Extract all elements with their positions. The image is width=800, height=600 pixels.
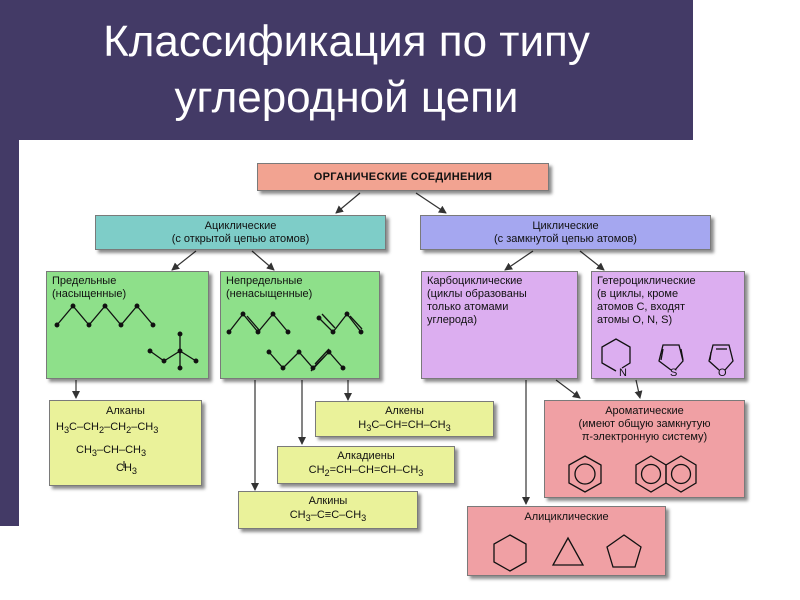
acyclic-node: Ациклические (с открытой цепью атомов) [95, 215, 386, 250]
alkynes-node: Алкины CH3–C≡C–CH3 [238, 491, 418, 529]
alkenes-label: Алкены [385, 405, 424, 417]
cyclohexane-ring [493, 534, 527, 572]
alicyclic-node: Алициклические [467, 506, 666, 576]
atom-o-label: O [718, 367, 727, 379]
naphthalene-ring-right [665, 455, 697, 493]
alkynes-formula: CH3–C≡C–CH3 [289, 509, 367, 524]
acyclic-title: Ациклические [204, 220, 277, 232]
alkanes-formula-branched: CH3–CH–CH3 [76, 444, 147, 459]
title-banner [0, 0, 693, 140]
arrow-acyclic-unsaturated [251, 250, 275, 271]
atom-n-label: N [619, 367, 627, 379]
diene-chain [318, 312, 362, 333]
arrow-acyclic-saturated [171, 250, 197, 271]
carbocyclic-line-2: (циклы образованы [427, 288, 527, 300]
cyclic-title: Циклические [532, 220, 599, 232]
alkadienes-formula: CH2=CH–CH=CH–CH3 [308, 464, 424, 479]
carbocyclic-line-4: углерода) [427, 314, 477, 326]
alkene-chain [228, 312, 289, 334]
alkadienes-node: Алкадиены CH2=CH–CH=CH–CH3 [277, 446, 455, 484]
saturated-title: Предельные [52, 275, 117, 287]
atom-s-label: S [670, 367, 677, 379]
alicyclic-label: Алициклические [524, 511, 609, 523]
heterocyclic-title: Гетероциклические [597, 275, 696, 287]
aromatic-line-3: π-электронную систему) [581, 431, 708, 443]
arrow-root-acyclic [335, 192, 361, 214]
benzene-ring [568, 455, 602, 493]
piperidine-ring [601, 338, 631, 372]
alkanes-formula-linear: H3C–CH2–CH2–CH3 [56, 421, 159, 436]
arrow-cyclic-carbocyclic [504, 250, 534, 271]
cyclic-subtitle: (с замкнутой цепью атомов) [494, 233, 637, 245]
heterocyclic-line-4: атомы О, N, S) [597, 314, 673, 326]
acyclic-subtitle: (с открытой цепью атомов) [171, 233, 310, 245]
furan-ring [708, 344, 734, 371]
arrow-cyclic-heterocyclic [579, 250, 605, 271]
title-line-1: Классификация по типу [103, 17, 590, 66]
alkenes-node: Алкены H3C–CH=CH–CH3 [315, 401, 494, 437]
heterocyclic-line-2: (в циклы, кроме [597, 288, 679, 300]
root-label: ОРГАНИЧЕСКИЕ СОЕДИНЕНИЯ [313, 171, 493, 183]
zigzag-chain [56, 304, 154, 327]
heterocyclic-line-3: атомов С, входят [597, 301, 686, 313]
unsaturated-title: Непредельные [226, 275, 303, 287]
arrow-root-cyclic [415, 192, 447, 214]
aromatic-line-2: (имеют общую замкнутую [578, 418, 711, 430]
aromatic-node: Ароматические (имеют общую замкнутую π-э… [544, 400, 745, 498]
cyclic-node: Циклические (с замкнутой цепью атомов) [420, 215, 711, 250]
thiophene-ring [658, 344, 684, 371]
saturated-subtitle: (насыщенные) [52, 288, 127, 300]
aromatic-title: Ароматические [605, 405, 684, 417]
title-line-2: углеродной цепи [174, 73, 519, 122]
carbocyclic-title: Карбоциклические [427, 275, 523, 287]
alkynes-label: Алкины [308, 495, 348, 507]
unsaturated-subtitle: (ненасыщенные) [226, 288, 313, 300]
cyclopentane-ring [606, 534, 642, 568]
root-node: ОРГАНИЧЕСКИЕ СОЕДИНЕНИЯ [257, 163, 549, 191]
alkanes-node: Алканы H3C–CH2–CH2–CH3 CH3–CH–CH3 CH3 [49, 400, 202, 486]
alkenes-formula: H3C–CH=CH–CH3 [358, 419, 451, 434]
cyclopropane-ring [551, 536, 585, 566]
slide-title: Классификация по типу углеродной цепи [0, 14, 693, 126]
branched-chain [149, 350, 197, 362]
carbocyclic-line-3: только атомами [427, 301, 509, 313]
carbocyclic-node: Карбоциклические (циклы образованы тольк… [421, 271, 578, 379]
arrow-hetero-aromatic [634, 379, 643, 399]
alkanes-label: Алканы [106, 405, 145, 417]
saturated-node: Предельные (насыщенные) [46, 271, 209, 379]
heterocyclic-node: Гетероциклические (в циклы, кроме атомов… [591, 271, 745, 379]
naphthalene-ring-left [635, 455, 667, 493]
arrow-carbo-aromatic [555, 379, 581, 399]
alkyne-chain [268, 351, 344, 369]
unsaturated-node: Непредельные (ненасыщенные) [220, 271, 380, 379]
left-banner-strip [0, 140, 19, 526]
alkanes-formula-branch: CH3 [116, 462, 137, 477]
alkadienes-label: Алкадиены [337, 450, 395, 462]
